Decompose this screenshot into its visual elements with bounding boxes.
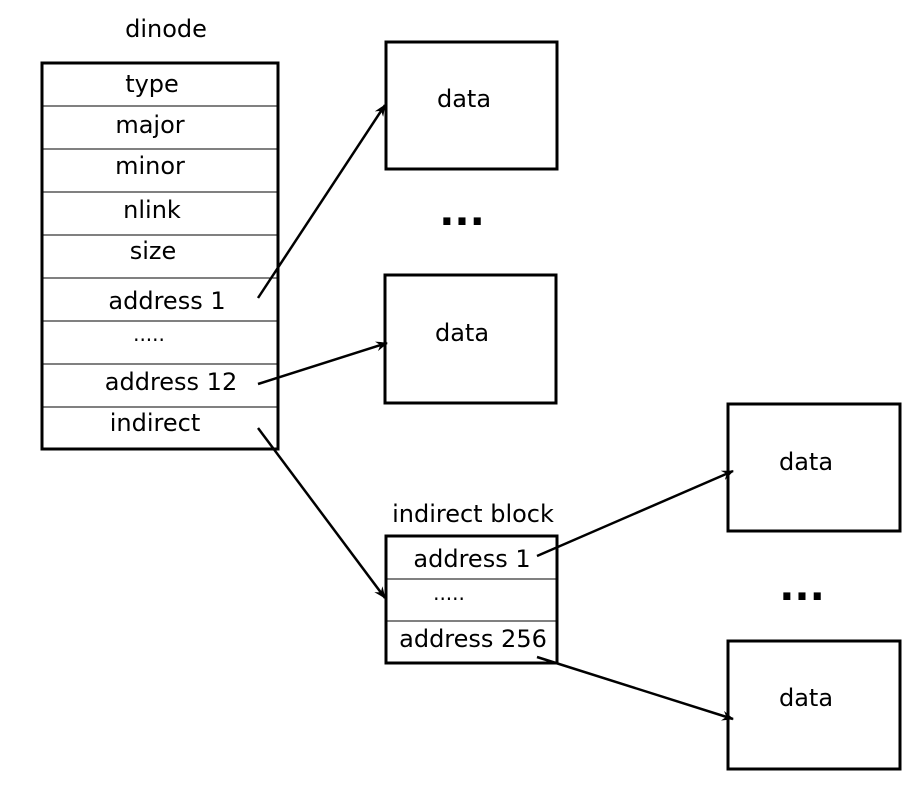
dinode-field-minor: minor (115, 152, 185, 180)
dinode-field-size: size (130, 237, 177, 265)
data-block-top-2: data (383, 273, 558, 405)
dinode-field-address-12: address 12 (105, 368, 237, 396)
indirect-field-address-256: address 256 (399, 625, 547, 653)
indirect-block-table: address 1 ..... address 256 (384, 534, 559, 665)
arrow-indirect-to-indirect-block (256, 427, 387, 599)
data-block-right-1: data (726, 402, 902, 533)
indirect-field-ellipsis: ..... (433, 581, 465, 605)
arrow-indirect-address256-to-data (536, 655, 734, 721)
data-block-top-2-label: data (435, 319, 489, 347)
dinode-field-type: type (125, 70, 179, 98)
data-block-top-1: data (384, 40, 559, 171)
indirect-field-address-1: address 1 (413, 545, 530, 573)
dinode-field-indirect: indirect (110, 409, 201, 437)
dinode-table: type major minor nlink size address 1 ..… (40, 61, 280, 451)
arrow-address1-to-data (256, 104, 387, 299)
dinode-field-ellipsis: ..... (133, 322, 165, 346)
ellipsis-top: ... (439, 189, 485, 235)
data-block-top-1-label: data (437, 85, 491, 113)
arrow-indirect-address1-to-data (536, 469, 734, 558)
arrow-address12-to-data (257, 341, 388, 386)
dinode-title: dinode (125, 15, 207, 43)
data-block-right-2-label: data (779, 684, 833, 712)
indirect-block-title: indirect block (392, 500, 554, 528)
data-block-right-2: data (726, 639, 902, 771)
ellipsis-right: ... (779, 564, 825, 610)
dinode-field-nlink: nlink (123, 196, 181, 224)
data-block-right-1-label: data (779, 448, 833, 476)
dinode-field-major: major (115, 111, 184, 139)
dinode-field-address-1: address 1 (108, 287, 225, 315)
